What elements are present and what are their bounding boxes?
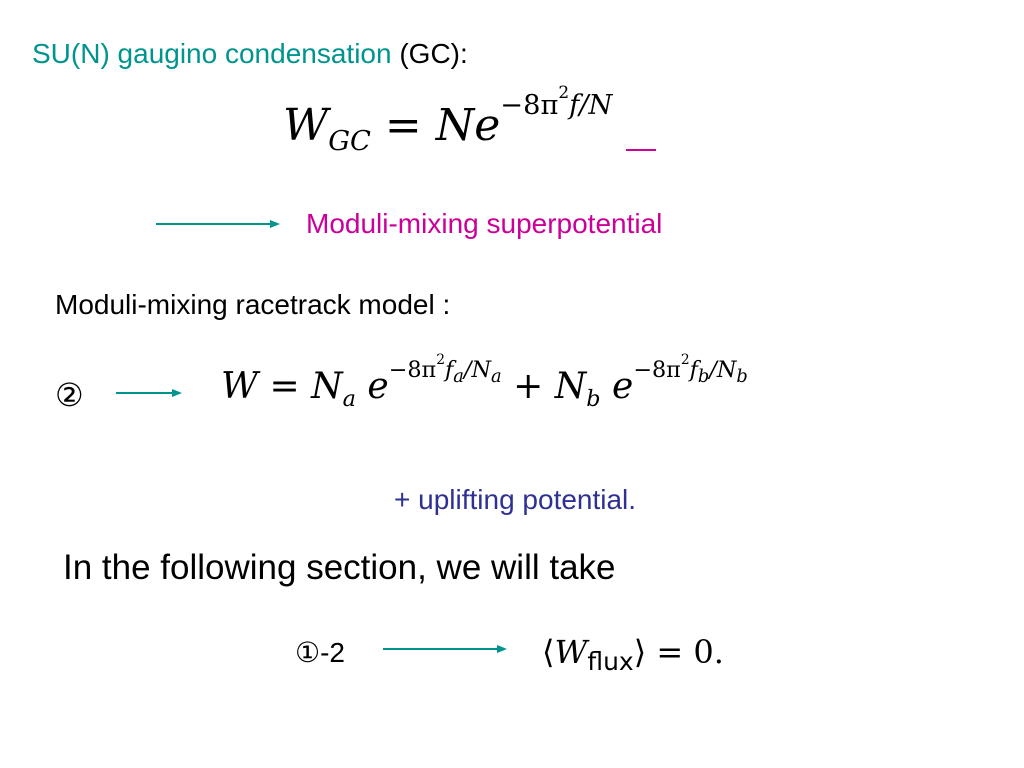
gc-superpotential-equation: WGC = Ne−8π2f/N xyxy=(283,82,612,157)
title-rest: (GC): xyxy=(391,38,468,69)
eq2-na-subscript: a xyxy=(342,385,356,412)
eq2-exponent1-n: /N xyxy=(463,356,491,383)
f-underline xyxy=(626,149,656,151)
eq1-exponent-f: f xyxy=(569,90,580,122)
eq2-exponent2-f-subscript: b xyxy=(697,366,710,388)
moduli-mixing-superpotential-label: Moduli-mixing superpotential xyxy=(306,208,663,239)
arrow-icon xyxy=(156,220,280,228)
eq2-nb-subscript: b xyxy=(586,385,601,412)
eq2-equals: = xyxy=(258,366,312,407)
eq2-exponent2-n: /N xyxy=(709,356,737,383)
arrow-icon xyxy=(383,645,507,653)
eq1-w-subscript: GC xyxy=(328,125,371,157)
eq2-e1: e xyxy=(367,366,389,407)
eq2-exponent2-n-subscript: b xyxy=(736,366,748,388)
eq2-e2: e xyxy=(611,366,634,407)
eq1-e: e xyxy=(474,100,501,151)
eq2-nb: N xyxy=(554,366,587,407)
following-section-text: In the following section, we will take xyxy=(63,548,616,587)
eq1-n: N xyxy=(435,100,475,151)
flux-vev-equation: ⟨Wflux⟩ = 0. xyxy=(542,633,724,676)
racetrack-model-label: Moduli-mixing racetrack model : xyxy=(55,289,451,320)
eq3-w-subscript: flux xyxy=(587,647,634,677)
eq2-exponent1-f-subscript: a xyxy=(453,366,464,388)
slide-title: SU(N) gaugino condensation (GC): xyxy=(32,38,468,70)
title-highlight: SU(N) gaugino condensation xyxy=(32,38,392,69)
eq1-exponent: −8π xyxy=(500,90,559,122)
eq3-right-angle: ⟩ xyxy=(633,633,647,671)
eq1-exponent-rest: /N xyxy=(579,90,613,122)
case-2-marker: ② xyxy=(55,377,84,413)
eq2-exponent1: −8π xyxy=(388,356,437,383)
arrow-icon xyxy=(116,389,182,397)
eq3-left-angle: ⟨ xyxy=(542,633,555,671)
eq2-exponent2-f: f xyxy=(689,356,698,383)
eq3-rest: = 0. xyxy=(646,633,724,671)
eq2-exponent2: −8π xyxy=(633,356,681,383)
eq2-w: W xyxy=(221,366,259,407)
eq1-exponent-power: 2 xyxy=(558,82,570,103)
eq1-equals: = xyxy=(370,100,436,151)
eq2-plus: + xyxy=(501,366,555,407)
racetrack-superpotential-equation: W = Na e−8π2fa/Na + Nb e−8π2fb/Nb xyxy=(221,352,748,412)
eq2-na: N xyxy=(311,366,343,407)
eq2-exponent1-n-subscript: a xyxy=(490,366,502,388)
eq2-exponent1-power: 2 xyxy=(436,351,446,368)
case-1-2-marker: ①-2 xyxy=(295,637,345,668)
eq3-w: W xyxy=(554,633,588,671)
uplifting-potential-label: + uplifting potential. xyxy=(394,484,637,515)
eq1-w: W xyxy=(283,100,329,151)
eq2-exponent1-f: f xyxy=(445,356,454,383)
eq2-exponent2-power: 2 xyxy=(680,351,690,368)
